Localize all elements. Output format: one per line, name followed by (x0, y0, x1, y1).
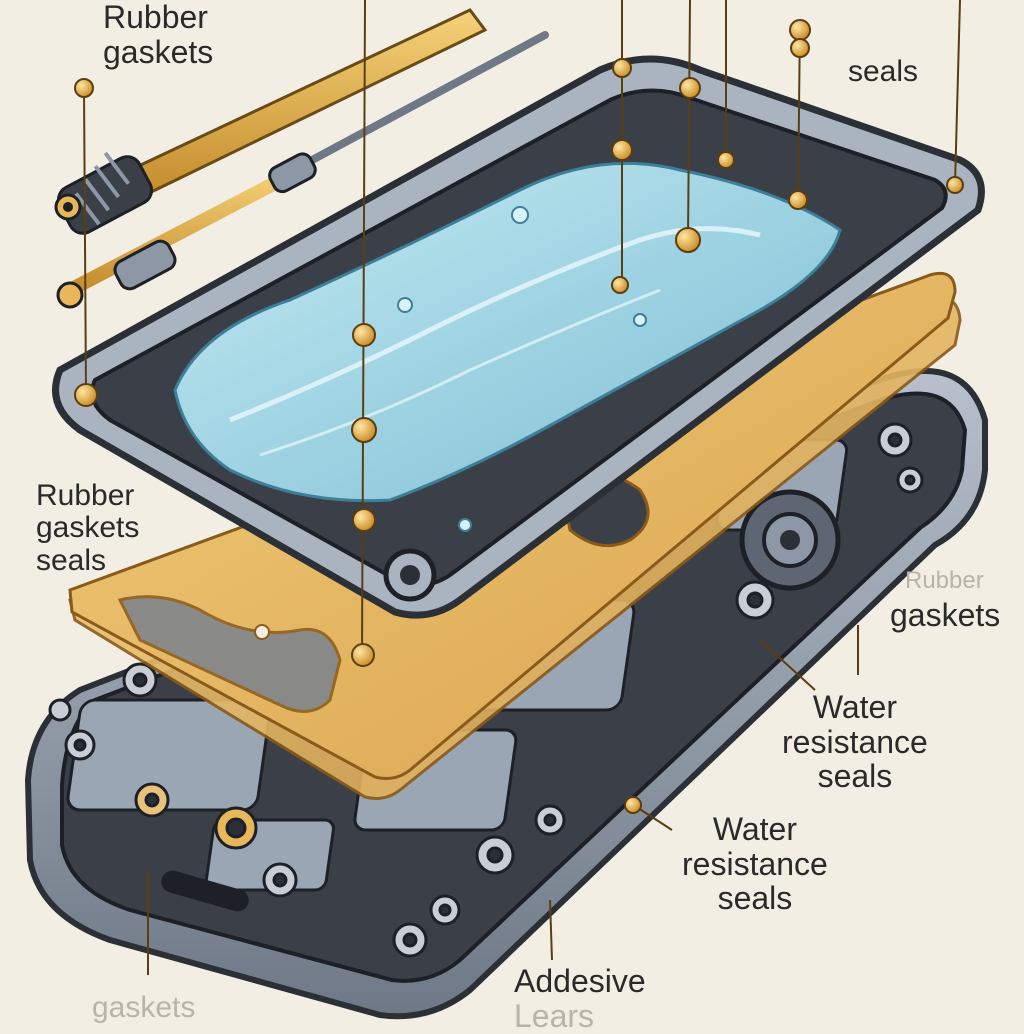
label-line: gaskets (103, 33, 214, 70)
label-line: Water (712, 811, 797, 847)
label-line: Rubber (103, 0, 208, 35)
label-adhesive: Addesive Lears (514, 964, 646, 1033)
water-layer (173, 161, 842, 503)
label-line: seals (717, 880, 793, 917)
label-line: resistance (682, 845, 828, 882)
screw-icon (48, 422, 924, 958)
label-line: Water (812, 689, 897, 725)
label-water-resistance-seals-lower: Water resistance seals (682, 812, 828, 916)
camera-module-icon (739, 489, 841, 591)
charging-port-icon (161, 870, 249, 912)
label-line: gaskets (36, 511, 140, 545)
seal-frame (52, 55, 985, 619)
gold-rod-tool (54, 8, 488, 235)
label-rubber-faded-right: Rubber (905, 567, 984, 594)
label-line: resistance (782, 723, 928, 760)
gold-beads (74, 19, 964, 814)
label-rubber-gaskets-seals-left: Rubber gaskets seals (36, 479, 140, 577)
label-rubber-gaskets-top: Rubber gaskets (103, 0, 213, 69)
label-gaskets-faded-bottom: gaskets (92, 991, 196, 1024)
label-line: seals (36, 543, 107, 577)
label-line: Addesive (514, 963, 646, 999)
connector-pin-icon (56, 281, 84, 309)
label-water-resistance-seals-right: Water resistance seals (782, 690, 928, 794)
spring-cable-icon (54, 151, 154, 235)
label-seals-top: seals (848, 55, 919, 88)
cable-tool (56, 31, 549, 309)
label-line-faded: Lears (514, 997, 595, 1034)
label-line: seals (817, 758, 893, 795)
label-line: Rubber (36, 479, 135, 512)
label-gaskets-right: gaskets (890, 597, 1001, 633)
